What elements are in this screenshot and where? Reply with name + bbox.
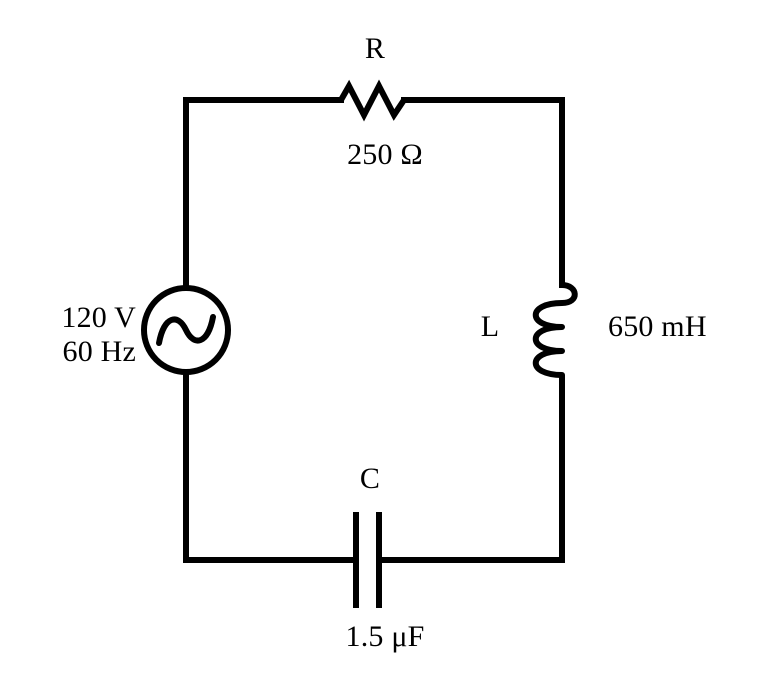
inductor-value-label: 650 mH — [608, 310, 707, 343]
ac-source-sine-icon — [156, 314, 216, 346]
resistor-value-label: 250 Ω — [347, 138, 423, 171]
resistor-name-label: R — [364, 32, 386, 65]
inductor-name-label: L — [480, 310, 500, 343]
inductor-symbol — [532, 282, 578, 381]
circuit-wires — [141, 79, 578, 608]
resistor-symbol — [338, 79, 407, 122]
capacitor-value-label: 1.5 μF — [345, 620, 425, 653]
capacitor-name-label: C — [359, 462, 381, 495]
source-label: 120 V 60 Hz — [61, 301, 136, 368]
